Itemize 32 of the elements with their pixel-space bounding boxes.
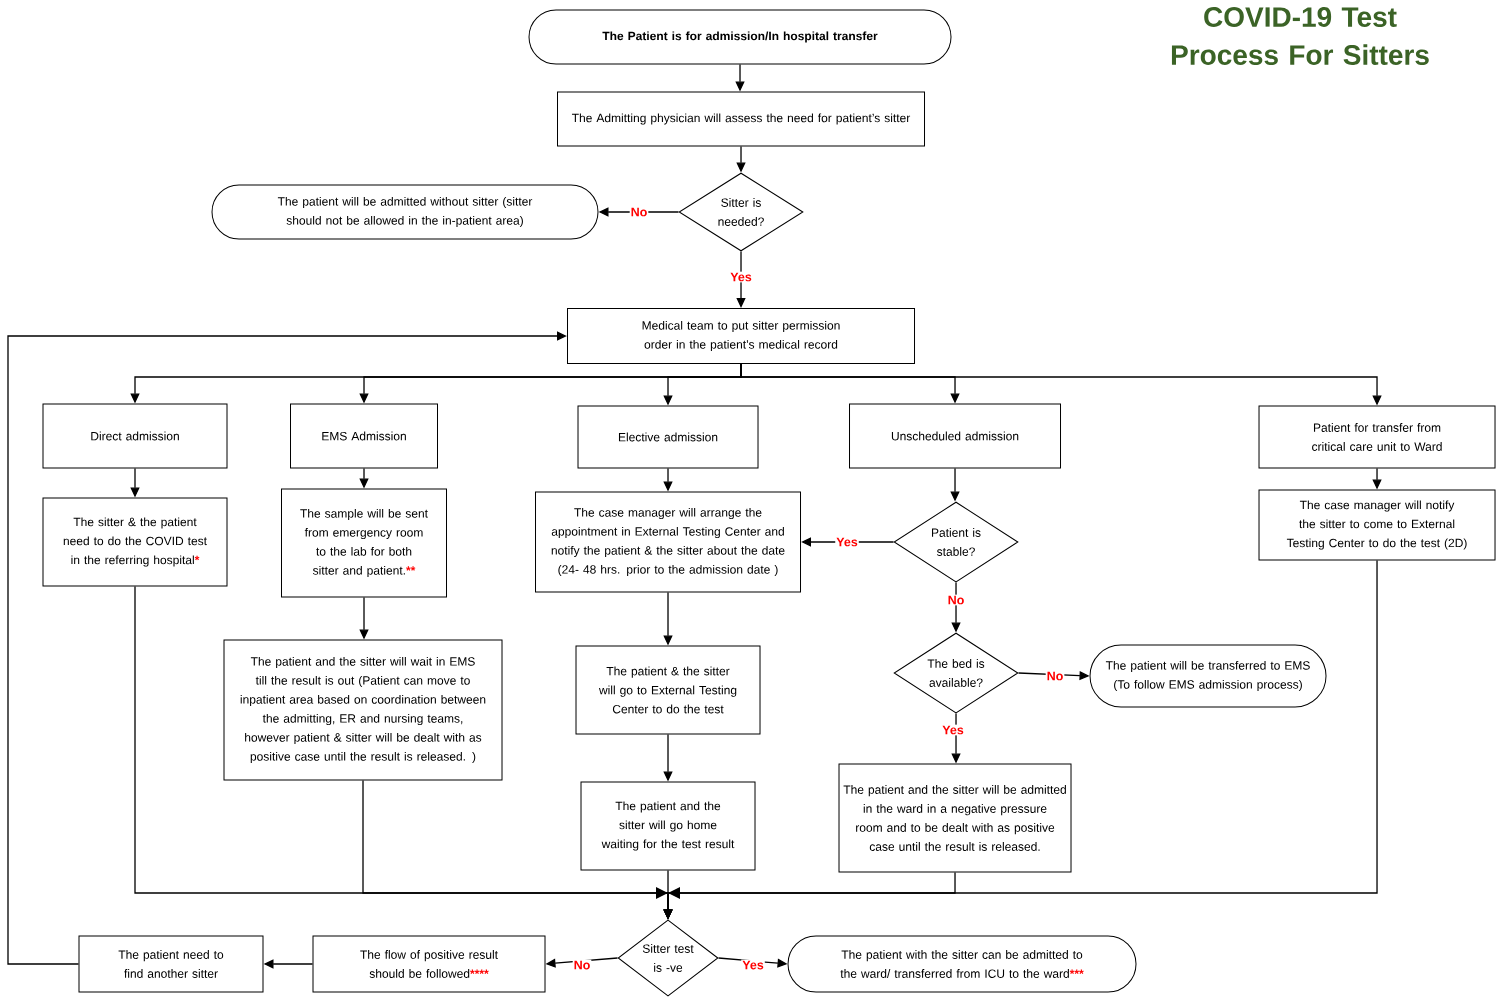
edge-label: Yes [941, 724, 965, 736]
terminal-box: The patient will be transferred to EMS (To follow EMS admission process) [1089, 644, 1327, 708]
edge-label: No [946, 594, 966, 606]
edge-label: No [1045, 670, 1065, 682]
process-box: The sitter & the patient need to do the COVID test in the referring hospital* [42, 497, 228, 587]
process-box: The patient and the sitter will go home waiting for the test result [580, 781, 756, 871]
process-box: The patient need to find another sitter [78, 935, 264, 993]
title: COVID-19 Test Process For Sitters [1171, 7, 1429, 65]
process-box: The patient & the sitter will go to External Testing Center to do the test [575, 645, 761, 735]
process-box: The flow of positive result should be followed**** [312, 935, 546, 993]
process-box: The patient and the sitter will wait in EMS till the result is out (Patient can move to inpatient area based on coordination between the admitting, ER and nursing teams, however patient & sitter will be dealt with as positive case until the result is released. ) [223, 639, 503, 781]
process-box: The patient and the sitter will be admitted in the ward in a negative pressure room and to be dealt with as positive case until the result is released. [838, 763, 1072, 873]
arrow [7, 331, 567, 965]
terminal-box: The Patient is for admission/In hospital transfer [528, 9, 952, 65]
process-box: Direct admission [42, 403, 228, 469]
process-box: The case manager will arrange the appointment in External Testing Center and notify the patient & the sitter about the date (24- 48 hrs. prior to the admission date ) [535, 491, 801, 593]
edge-label: Yes [741, 959, 765, 971]
process-box: The sample will be sent from emergency room to the lab for both sitter and patient.** [281, 488, 447, 598]
edge-label: Yes [835, 536, 859, 548]
process-box: EMS Admission [290, 403, 438, 469]
process-box: Medical team to put sitter permission order in the patient’s medical record [567, 308, 915, 364]
edge-label: Yes [729, 271, 753, 283]
arrow [736, 250, 746, 308]
process-box: Patient for transfer from critical care unit to Ward [1258, 405, 1496, 469]
edge-label: No [629, 206, 649, 218]
edge-label: No [572, 959, 592, 971]
process-box: Unscheduled admission [849, 403, 1061, 469]
terminal-box: The patient will be admitted without sitter (sitter should not be allowed in the in-patient area) [211, 184, 599, 240]
process-box: Elective admission [577, 405, 759, 469]
process-box: The case manager will notify the sitter to come to External Testing Center to do the test (2D) [1258, 489, 1496, 561]
terminal-box: The patient with the sitter can be admitted to the ward/ transferred from ICU to the ward*** [787, 935, 1137, 993]
process-box: The Admitting physician will assess the need for patient’s sitter [557, 91, 925, 147]
